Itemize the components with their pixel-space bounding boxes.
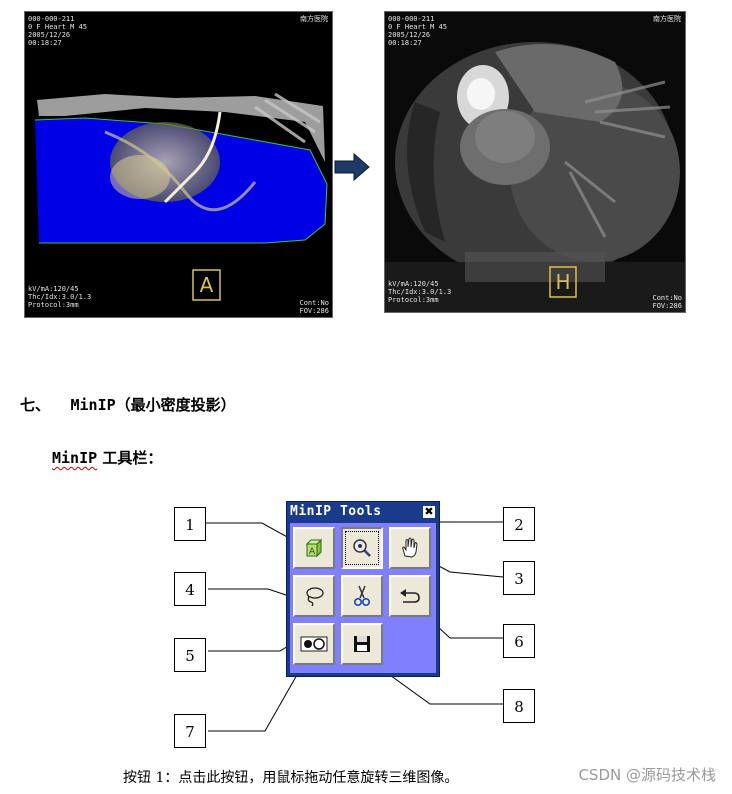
zoom-magnifier-icon [353, 539, 371, 557]
rotate-3d-cube-icon: A [305, 538, 323, 558]
toolbar-subheading-zh: 工具栏： [97, 449, 163, 467]
scissors-cut-icon [354, 585, 371, 607]
patient-info-text: 000-000-211 0 F Heart M 45 2005/12/26 00… [28, 15, 88, 47]
hospital-name: 南方医院 [653, 15, 681, 23]
right-arrow-icon [334, 152, 370, 182]
toolbar-title: MinIP Tools [290, 504, 382, 519]
callout-3: 3 [503, 561, 535, 595]
undo-button[interactable] [389, 575, 431, 617]
lasso-button[interactable] [293, 575, 335, 617]
callout-2: 2 [503, 507, 535, 541]
watermark: CSDN @源码技术栈 [578, 766, 716, 784]
callout-1: 1 [174, 507, 206, 541]
pan-button[interactable] [389, 527, 431, 569]
save-floppy-icon [354, 636, 370, 652]
toolbar-subheading-en: MinIP [52, 449, 98, 467]
minip-result-image [385, 12, 685, 312]
scan-params-text: kV/mA:120/45 Thc/Idx:3.0/1.3 Protocol:3m… [28, 285, 92, 309]
pan-hand-icon [402, 537, 418, 558]
cut-button[interactable] [341, 575, 383, 617]
rotate-3d-button[interactable]: A [293, 527, 335, 569]
toolbar-body: A [290, 523, 436, 673]
section-title-en: MinIP [70, 396, 116, 414]
section-title-zh: （最小密度投影） [115, 396, 236, 414]
image-panel-b: 000-000-211 0 F Heart M 45 2005/12/26 00… [384, 11, 686, 313]
button-caption: 按钮 1：点击此按钮，用鼠标拖动任意旋转三维图像。 [123, 770, 459, 786]
patient-info-text: 000-000-211 0 F Heart M 45 2005/12/26 00… [388, 15, 448, 47]
svg-text:A: A [309, 547, 316, 557]
callout-7: 7 [174, 714, 206, 748]
close-icon[interactable]: ✖ [423, 505, 435, 518]
scan-params-text: kV/mA:120/45 Thc/Idx:3.0/1.3 Protocol:3m… [388, 280, 452, 304]
section-number: 七、 [20, 396, 51, 414]
callout-8: 8 [503, 689, 535, 723]
orientation-label: H [555, 270, 571, 294]
callout-4: 4 [174, 572, 206, 606]
image-panel-a: 000-000-211 0 F Heart M 45 2005/12/26 00… [24, 11, 333, 318]
orientation-label: A [199, 273, 214, 297]
toggle-view-button[interactable] [293, 623, 335, 665]
callout-5: 5 [174, 638, 206, 672]
lasso-icon [306, 587, 324, 607]
toggle-view-icon [300, 636, 328, 652]
save-button[interactable] [341, 623, 383, 665]
undo-arrow-icon [400, 589, 420, 603]
hospital-name: 南方医院 [300, 15, 328, 23]
zoom-button[interactable] [341, 527, 383, 569]
display-params-text: Cont:No FOV:286 [652, 294, 682, 310]
callout-6: 6 [503, 624, 535, 658]
section-heading: 七、 MinIP（最小密度投影） [20, 394, 236, 415]
display-params-text: Cont:No FOV:286 [299, 299, 329, 315]
minip-tools-window: MinIP Tools ✖ A [286, 501, 440, 677]
toolbar-subheading: MinIP 工具栏： [52, 447, 162, 468]
volume-render-image [34, 92, 328, 301]
